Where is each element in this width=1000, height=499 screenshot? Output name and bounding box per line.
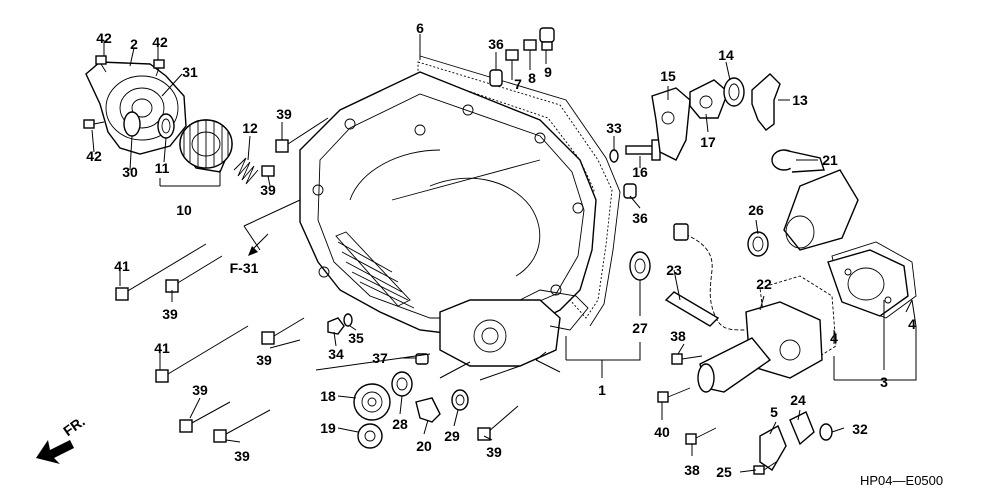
callout-38-bottom: 38 <box>684 462 700 478</box>
front-direction-arrow <box>36 440 74 464</box>
o-rings-30-11 <box>123 111 175 139</box>
callout-18: 18 <box>320 388 336 404</box>
gasket-6 <box>417 55 621 327</box>
sensor-wire-23 <box>664 223 747 331</box>
callout-39-c: 39 <box>162 306 178 322</box>
callout-4-left: 4 <box>830 330 838 346</box>
nut-34 <box>327 317 345 335</box>
callout-36-mid: 36 <box>632 210 648 226</box>
callout-16: 16 <box>632 164 648 180</box>
plug-9 <box>539 27 555 51</box>
callout-34: 34 <box>328 346 344 362</box>
oil-filter-10 <box>179 119 233 173</box>
callout-39-d: 39 <box>256 352 272 368</box>
callout-14: 14 <box>718 47 734 63</box>
callout-42-b: 42 <box>152 34 168 50</box>
callout-32: 32 <box>852 421 868 437</box>
callout-31: 31 <box>182 64 198 80</box>
bolts-42 <box>83 55 165 129</box>
callout-2: 2 <box>130 36 138 52</box>
bearing-27 <box>629 251 651 281</box>
shaft-16 <box>625 139 661 161</box>
callout-3: 3 <box>880 374 888 390</box>
callout-11: 11 <box>154 160 170 176</box>
plate-15 <box>651 87 691 161</box>
callout-41-b: 41 <box>154 340 170 356</box>
gear-18 <box>353 383 391 421</box>
callout-22: 22 <box>756 276 772 292</box>
callout-6: 6 <box>416 20 424 36</box>
collar-14 <box>723 77 745 107</box>
washer-33 <box>609 149 619 163</box>
callout-39-e: 39 <box>192 382 208 398</box>
oil-seal-26 <box>747 231 769 257</box>
callout-25: 25 <box>716 464 732 480</box>
bearing-29 <box>451 389 469 411</box>
callout-10: 10 <box>176 202 192 218</box>
callout-24: 24 <box>790 392 806 408</box>
callout-4-right: 4 <box>908 316 916 332</box>
dowel-37 <box>415 353 429 365</box>
callout-17: 17 <box>700 134 716 150</box>
arm-17 <box>689 79 729 119</box>
bearing-28 <box>391 371 413 397</box>
callout-27: 27 <box>632 320 648 336</box>
callout-40: 40 <box>654 424 670 440</box>
callout-30: 30 <box>122 164 138 180</box>
callout-38-top: 38 <box>670 328 686 344</box>
spring-12 <box>233 157 259 185</box>
callout-1: 1 <box>598 382 606 398</box>
callout-8: 8 <box>528 70 536 86</box>
dowel-pin-36-top <box>489 69 503 87</box>
callout-9: 9 <box>544 64 552 80</box>
section-reference: F-31 <box>229 260 259 276</box>
oil-filter-cover-2 <box>85 61 187 155</box>
bolts-38-40 <box>657 353 717 445</box>
callout-20: 20 <box>416 438 432 454</box>
callout-42-a: 42 <box>96 30 112 46</box>
shift-arm-21 <box>771 149 859 251</box>
callout-39-g: 39 <box>486 444 502 460</box>
callout-21: 21 <box>822 152 838 168</box>
callout-15: 15 <box>660 68 676 84</box>
callout-39-a: 39 <box>276 106 292 122</box>
gear-19 <box>357 423 383 449</box>
leader-lines <box>91 34 917 473</box>
callout-33: 33 <box>606 120 622 136</box>
callout-42-c: 42 <box>86 148 102 164</box>
crankcase-cover-1 <box>299 71 597 367</box>
callout-13: 13 <box>792 92 808 108</box>
callout-36-top: 36 <box>488 36 504 52</box>
section-arrow <box>248 233 269 256</box>
callout-23: 23 <box>666 262 682 278</box>
callout-35: 35 <box>348 330 364 346</box>
callout-28: 28 <box>392 416 408 432</box>
cover-3 <box>827 249 909 317</box>
callout-29: 29 <box>444 428 460 444</box>
washer-35 <box>343 313 353 327</box>
shift-arm-13 <box>751 73 781 131</box>
callout-5: 5 <box>770 404 778 420</box>
diagram-code: HP04—E0500 <box>860 473 944 488</box>
callout-41-a: 41 <box>114 258 130 274</box>
callout-39-f: 39 <box>234 448 250 464</box>
dowel-36-mid <box>623 183 637 199</box>
callout-37: 37 <box>372 350 388 366</box>
holder-20 <box>415 397 441 423</box>
sensor-parts-5-24-25-32 <box>753 411 833 475</box>
callout-19: 19 <box>320 420 336 436</box>
callout-26: 26 <box>748 202 764 218</box>
callout-12: 12 <box>242 120 258 136</box>
callout-7: 7 <box>514 76 522 92</box>
callout-39-b: 39 <box>260 182 276 198</box>
control-motor-22 <box>697 301 823 393</box>
